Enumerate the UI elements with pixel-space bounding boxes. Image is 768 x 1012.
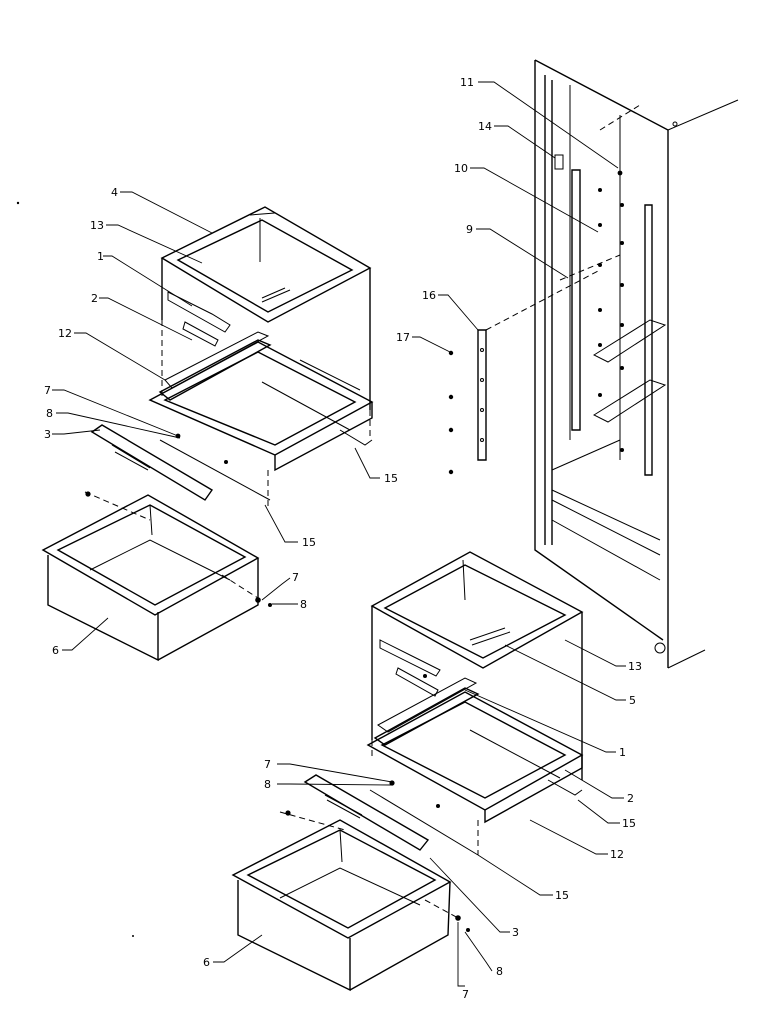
upper-crisper-front-trim	[84, 424, 271, 521]
callout-7-lower-drawer: 7	[462, 988, 469, 1001]
callout-6-upper: 6	[52, 644, 59, 657]
upper-crisper-frame	[148, 320, 374, 472]
lower-crisper-drawer	[231, 819, 470, 992]
callout-4: 4	[111, 186, 118, 199]
lower-crisper-front-trim	[279, 774, 479, 856]
callout-17: 17	[396, 331, 410, 344]
callout-7-upper-drawer: 7	[292, 571, 299, 584]
callout-1-upper: 1	[97, 250, 104, 263]
leader-lines	[52, 81, 626, 987]
callout-12-upper: 12	[58, 327, 72, 340]
lower-crisper-cover	[370, 551, 584, 780]
callout-15-upper-right: 15	[384, 472, 398, 485]
callout-15-upper-bottom: 15	[302, 536, 316, 549]
callout-16: 16	[422, 289, 436, 302]
rail-16	[448, 269, 601, 475]
callout-10: 10	[454, 162, 468, 175]
callout-13-lower: 13	[628, 660, 642, 673]
callout-2-lower: 2	[627, 792, 634, 805]
callout-6-lower: 6	[203, 956, 210, 969]
callout-8-lower-drawer: 8	[496, 965, 503, 978]
callout-2-upper: 2	[91, 292, 98, 305]
callout-11: 11	[460, 76, 474, 89]
callout-14: 14	[478, 120, 492, 133]
callout-9: 9	[466, 223, 473, 236]
callout-8-upper-frame: 8	[46, 407, 53, 420]
upper-crisper-drawer	[41, 494, 272, 662]
callout-7-lower-frame: 7	[264, 758, 271, 771]
callout-8-lower-frame: 8	[264, 778, 271, 791]
callout-7-upper-frame: 7	[44, 384, 51, 397]
cabinet-liner	[534, 59, 739, 669]
callout-1-lower: 1	[619, 746, 626, 759]
upper-crisper-cover	[160, 206, 372, 410]
callout-12-lower: 12	[610, 848, 624, 861]
callout-3-lower: 3	[512, 926, 519, 939]
callout-13-upper: 13	[90, 219, 104, 232]
callout-15-lower-right: 15	[622, 817, 636, 830]
callout-3-upper: 3	[44, 428, 51, 441]
lower-crisper-frame	[366, 677, 584, 824]
callout-5: 5	[629, 694, 636, 707]
callout-8-upper-drawer: 8	[300, 598, 307, 611]
callout-15-lower-bottom: 15	[555, 889, 569, 902]
callout-labels: 11 14 10 9 16 17 4 13 1 2 12 7 8 3 15 15…	[44, 76, 642, 1001]
